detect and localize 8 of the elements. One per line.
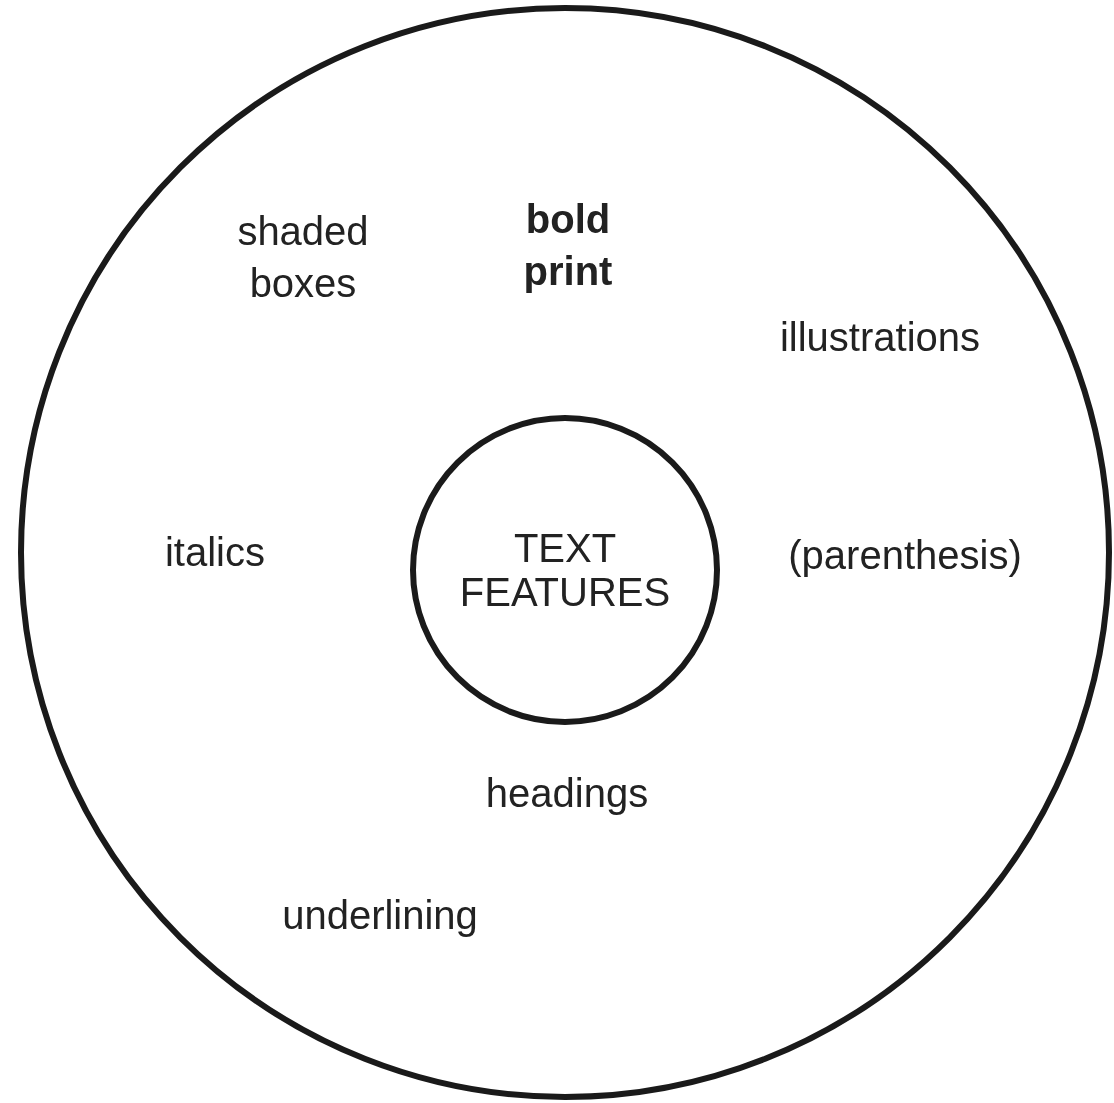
feature-label: (parenthesis)	[787, 532, 1023, 579]
feature-label: underlining	[281, 892, 479, 939]
feature-label: headings	[484, 770, 650, 817]
feature-label: italics	[164, 529, 266, 576]
center-title: TEXT FEATURES	[458, 526, 672, 614]
feature-label: shaded boxes	[236, 208, 370, 307]
feature-label: bold print	[522, 196, 614, 295]
feature-label: illustrations	[778, 314, 982, 361]
